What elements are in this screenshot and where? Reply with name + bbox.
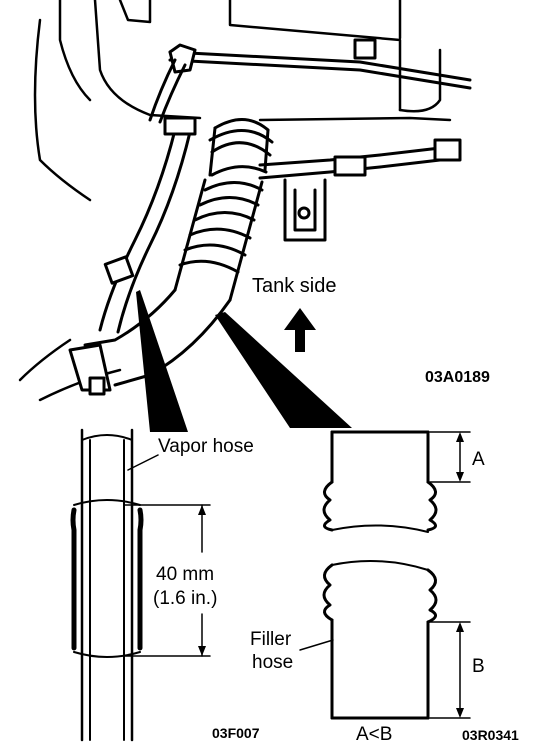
figure-code-bottom-right: 03R0341 <box>462 727 519 743</box>
tank-side-arrow-icon <box>284 308 316 352</box>
body-panel <box>18 0 452 402</box>
filler-hose-label-line1: Filler <box>250 629 292 650</box>
dimension-in-label: (1.6 in.) <box>153 588 217 609</box>
brake-line <box>148 38 472 124</box>
vapor-hose-routing <box>98 116 197 334</box>
dimension-mm-label: 40 mm <box>156 564 214 585</box>
figure-code-top: 03A0189 <box>425 369 490 386</box>
filler-hose-label-line2: hose <box>252 652 293 673</box>
vapor-hose-detail <box>70 428 211 742</box>
vapor-hose-label: Vapor hose <box>158 436 254 457</box>
dimension-b-label: B <box>472 656 485 677</box>
mount-bracket <box>283 178 327 242</box>
pipe-right <box>258 138 462 180</box>
relation-label: A<B <box>356 724 392 745</box>
filler-hose-detail-top <box>322 430 471 533</box>
figure-code-bottom-left: 03F007 <box>212 725 260 741</box>
tank-side-label: Tank side <box>252 275 337 297</box>
dimension-a-label: A <box>472 449 485 470</box>
filler-hose-detail-bottom <box>299 560 471 720</box>
callout-wedge-filler <box>215 312 352 428</box>
callout-wedge-vapor <box>136 290 188 432</box>
